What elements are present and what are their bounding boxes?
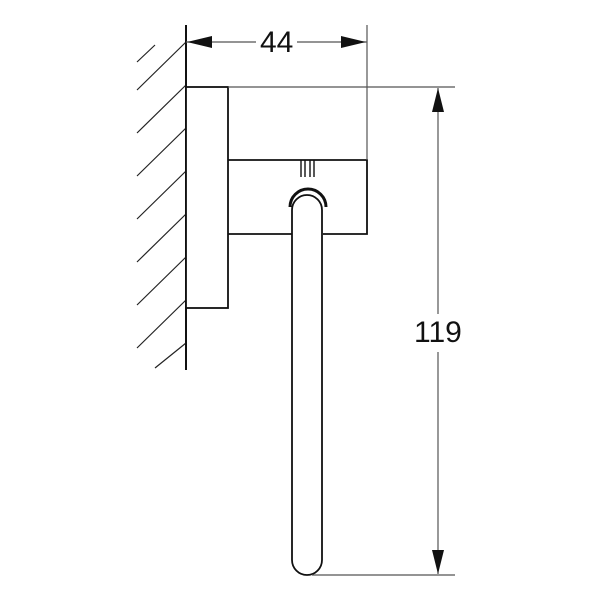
towel-bar xyxy=(291,194,323,576)
arrow-left-icon xyxy=(187,36,212,48)
dimension-label-depth: 44 xyxy=(256,28,298,58)
arrow-down-icon xyxy=(432,550,444,574)
arrow-up-icon xyxy=(432,88,444,112)
pivot-connector xyxy=(300,160,315,177)
bar-cap xyxy=(288,187,328,208)
extension-lines xyxy=(228,25,455,576)
wall-plate xyxy=(185,86,229,309)
arrow-right-icon xyxy=(341,36,366,48)
dimension-label-height: 119 xyxy=(414,314,462,352)
wall-hatching xyxy=(136,41,187,369)
arm-block xyxy=(228,159,368,235)
